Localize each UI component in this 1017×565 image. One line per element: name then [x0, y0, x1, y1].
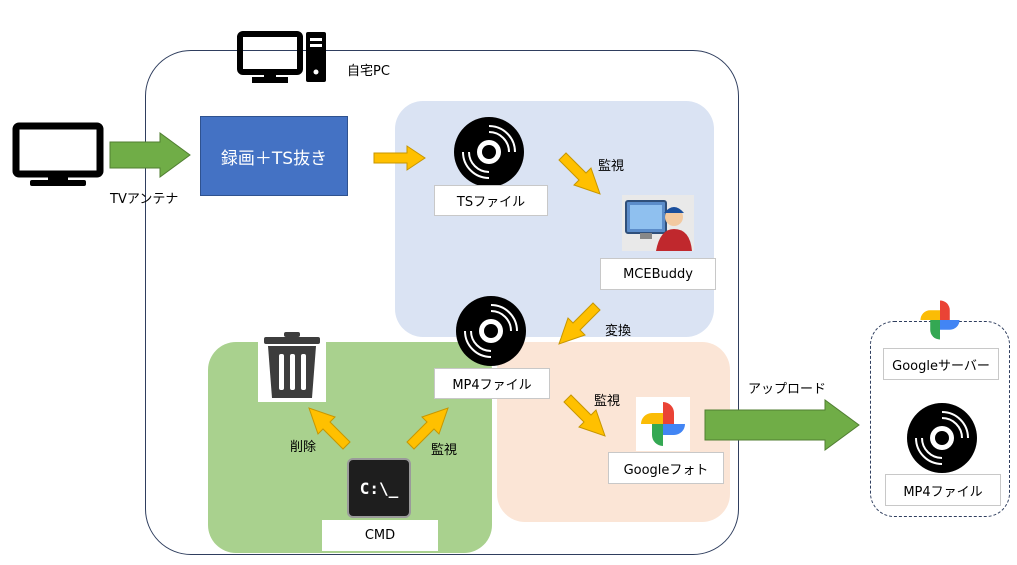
trash-can-icon	[258, 328, 326, 402]
google-server-label: Googleサーバー	[883, 348, 999, 380]
google-server-photos-icon	[920, 300, 960, 340]
yellow-arrow-record-to-ts	[373, 145, 426, 171]
monitor-label-3: 監視	[431, 443, 458, 458]
google-photos-label: Googleフォト	[608, 452, 724, 484]
yellow-arrow-ts-to-mcebuddy	[558, 152, 601, 195]
yellow-arrow-cmd-to-mp4	[406, 407, 449, 450]
mp4-file-label: MP4ファイル	[434, 368, 550, 399]
home-pc-label: 自宅PC	[347, 64, 390, 79]
cloud-mp4-file-label: MP4ファイル	[885, 474, 1001, 506]
record-ts-box: 録画＋TS抜き	[200, 116, 348, 196]
home-pc-boundary	[145, 50, 739, 555]
monitor-label-2: 監視	[594, 394, 621, 409]
delete-label: 削除	[290, 440, 317, 455]
yellow-arrow-mcebuddy-to-mp4	[558, 302, 601, 345]
google-photos-icon	[636, 397, 690, 451]
convert-label: 変換	[605, 324, 632, 339]
mp4-file-disc-icon	[456, 296, 526, 366]
yellow-arrow-mp4-to-photos	[563, 394, 606, 437]
cmd-prompt-text: C:\_	[359, 478, 399, 498]
desktop-pc-icon	[237, 31, 326, 83]
cmd-label: CMD	[322, 520, 438, 551]
tv-icon	[12, 122, 104, 186]
tv-antenna-label: TVアンテナ	[110, 192, 179, 207]
ts-file-label: TSファイル	[434, 185, 548, 216]
yellow-arrow-cmd-to-trash	[308, 407, 351, 450]
green-arrow-upload	[704, 399, 860, 451]
cloud-mp4-disc-icon	[907, 403, 977, 473]
cmd-terminal-icon: C:\_	[347, 458, 411, 518]
mcebuddy-app-icon	[622, 195, 694, 251]
upload-label: アップロード	[748, 382, 827, 397]
green-arrow-antenna	[109, 132, 191, 178]
monitor-label-1: 監視	[598, 159, 625, 174]
ts-file-disc-icon	[454, 117, 524, 187]
mcebuddy-label: MCEBuddy	[600, 258, 716, 290]
